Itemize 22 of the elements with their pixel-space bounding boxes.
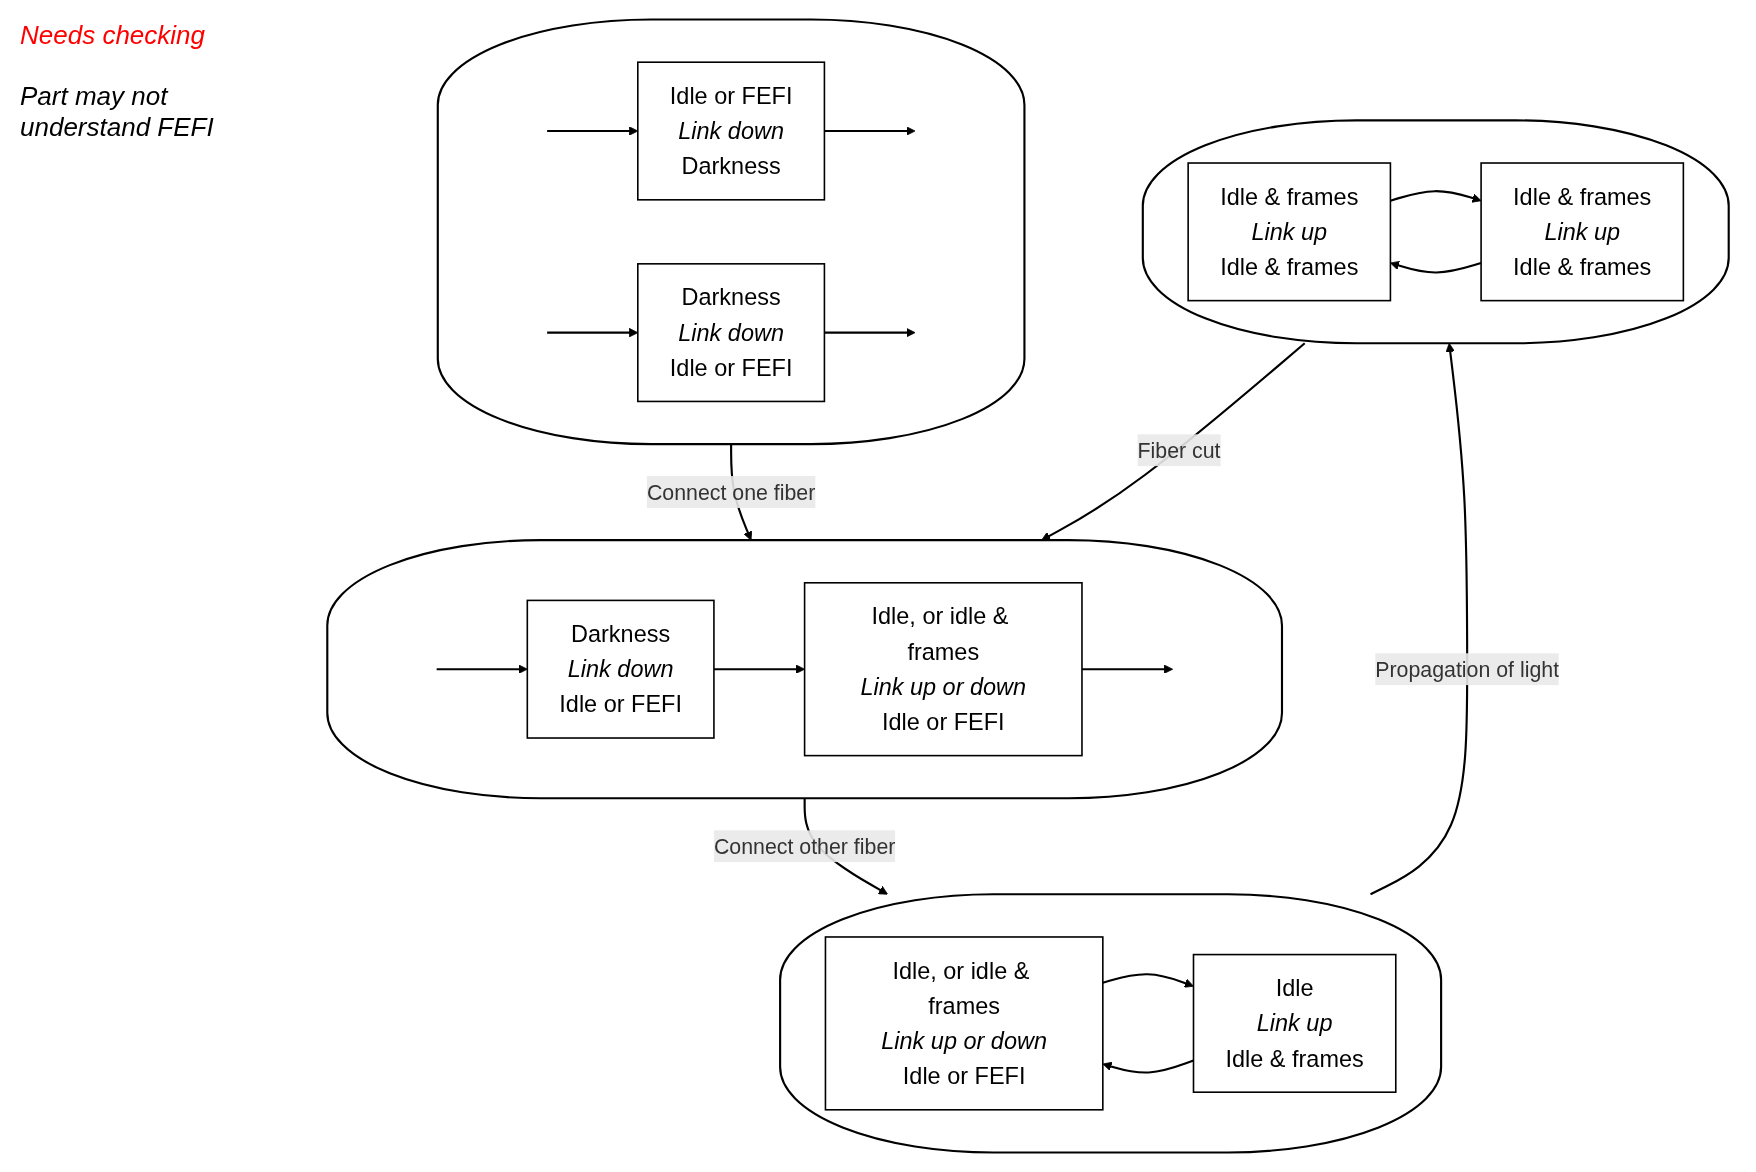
node-box: Idle, or idle & frames Link up or down Idle or FEFI <box>803 582 1083 757</box>
node-box: Idle & frames Link up Idle & frames <box>1480 162 1685 302</box>
arrow <box>1102 1059 1194 1074</box>
note-text: Part may not understand FEFI <box>20 81 215 143</box>
node-box: Idle & frames Link up Idle & frames <box>1187 162 1392 302</box>
arrow <box>1102 973 1194 988</box>
arrow <box>1390 260 1482 274</box>
node-box: Idle Link up Idle & frames <box>1192 953 1397 1093</box>
node-box: Idle or FEFI Link down Darkness <box>637 61 826 201</box>
node-box: Darkness Link down Idle or FEFI <box>637 263 826 403</box>
note-text: Needs checking <box>20 20 206 51</box>
arrow <box>1390 190 1482 203</box>
arrow <box>1081 664 1174 674</box>
arrow <box>824 126 916 136</box>
edge-label: Connect other fiber <box>713 834 896 859</box>
arrow <box>436 664 528 674</box>
node-box: Darkness Link down Idle or FEFI <box>526 599 715 739</box>
arrow <box>824 327 916 338</box>
edge-label: Fiber cut <box>1137 438 1221 462</box>
edge-label: Propagation of light <box>1375 657 1560 681</box>
node-box: Idle, or idle & frames Link up or down Idle or FEFI <box>824 936 1104 1111</box>
edge-label: Connect one fiber <box>646 480 816 504</box>
